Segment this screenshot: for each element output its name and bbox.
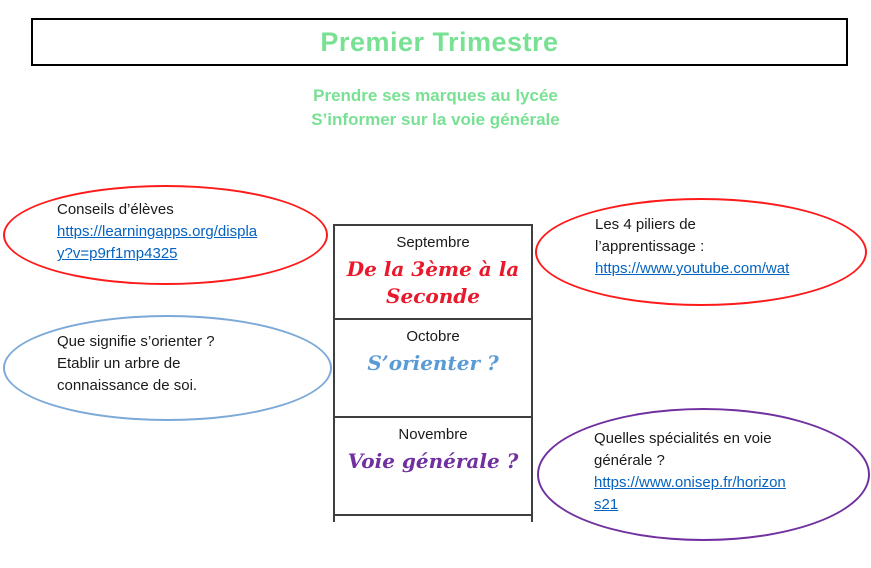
bubble-specialites-line2: générale ? — [594, 452, 665, 469]
timeline-row-novembre: Novembre Voie générale ? — [335, 418, 531, 514]
month-label: Octobre — [406, 328, 460, 345]
timeline-row-octobre: Octobre S’orienter ? — [335, 320, 531, 418]
bubble-orienter-ellipse: Que signifie s’orienter ? Etablir un arb… — [3, 315, 332, 421]
subtitle: Prendre ses marques au lycée S’informer … — [0, 84, 871, 132]
bubble-piliers-line2: l’apprentissage : — [595, 238, 705, 255]
bubble-orienter-line3: connaissance de soi. — [57, 377, 198, 394]
bubble-specialites-ellipse: Quelles spécialités en voie générale ? h… — [537, 408, 870, 541]
bubble-orienter-line1: Que signifie s’orienter ? — [57, 333, 215, 350]
timeline-row-septembre: Septembre De la 3ème à la Seconde — [335, 226, 531, 320]
page-title: Premier Trimestre — [320, 26, 559, 57]
bubble-conseils-label: Conseils d’élèves — [57, 201, 174, 218]
bubble-specialites-text: Quelles spécialités en voie générale ? h… — [594, 428, 786, 516]
bubble-piliers-text: Les 4 piliers de l’apprentissage : https… — [595, 214, 789, 280]
bubble-orienter-text: Que signifie s’orienter ? Etablir un arb… — [57, 331, 215, 397]
title-box: Premier Trimestre — [31, 18, 848, 66]
month-label: Novembre — [398, 426, 468, 443]
link-onisep-line2[interactable]: s21 — [594, 496, 619, 513]
bubble-piliers-line1: Les 4 piliers de — [595, 216, 696, 233]
topic-label: De la 3ème à la Seconde — [346, 257, 520, 308]
timeline-table-next-row-stub — [333, 516, 533, 522]
link-learningapps[interactable]: https://learningapps.org/displa y?v=p9rf… — [57, 221, 257, 265]
bubble-conseils-ellipse: Conseils d’élèves https://learningapps.o… — [3, 185, 328, 285]
link-youtube[interactable]: https://www.youtube.com/wat — [595, 258, 789, 280]
link-onisep-line1[interactable]: https://www.onisep.fr/horizon — [594, 474, 786, 491]
link-learningapps-line2[interactable]: y?v=p9rf1mp4325 — [57, 245, 178, 262]
subtitle-line-1: Prendre ses marques au lycée — [313, 86, 558, 105]
month-label: Septembre — [396, 234, 470, 251]
subtitle-line-2: S’informer sur la voie générale — [311, 110, 560, 129]
link-onisep[interactable]: https://www.onisep.fr/horizon s21 — [594, 472, 786, 516]
bubble-piliers-ellipse: Les 4 piliers de l’apprentissage : https… — [535, 198, 867, 306]
timeline-table: Septembre De la 3ème à la Seconde Octobr… — [333, 224, 533, 516]
bubble-conseils-text: Conseils d’élèves https://learningapps.o… — [57, 199, 257, 265]
link-youtube-line1[interactable]: https://www.youtube.com/wat — [595, 260, 790, 277]
link-learningapps-line1[interactable]: https://learningapps.org/displa — [57, 223, 258, 240]
bubble-orienter-line2: Etablir un arbre de — [57, 355, 181, 372]
topic-label: Voie générale ? — [347, 449, 519, 473]
bubble-specialites-line1: Quelles spécialités en voie — [594, 430, 772, 447]
topic-label: S’orienter ? — [367, 351, 499, 375]
